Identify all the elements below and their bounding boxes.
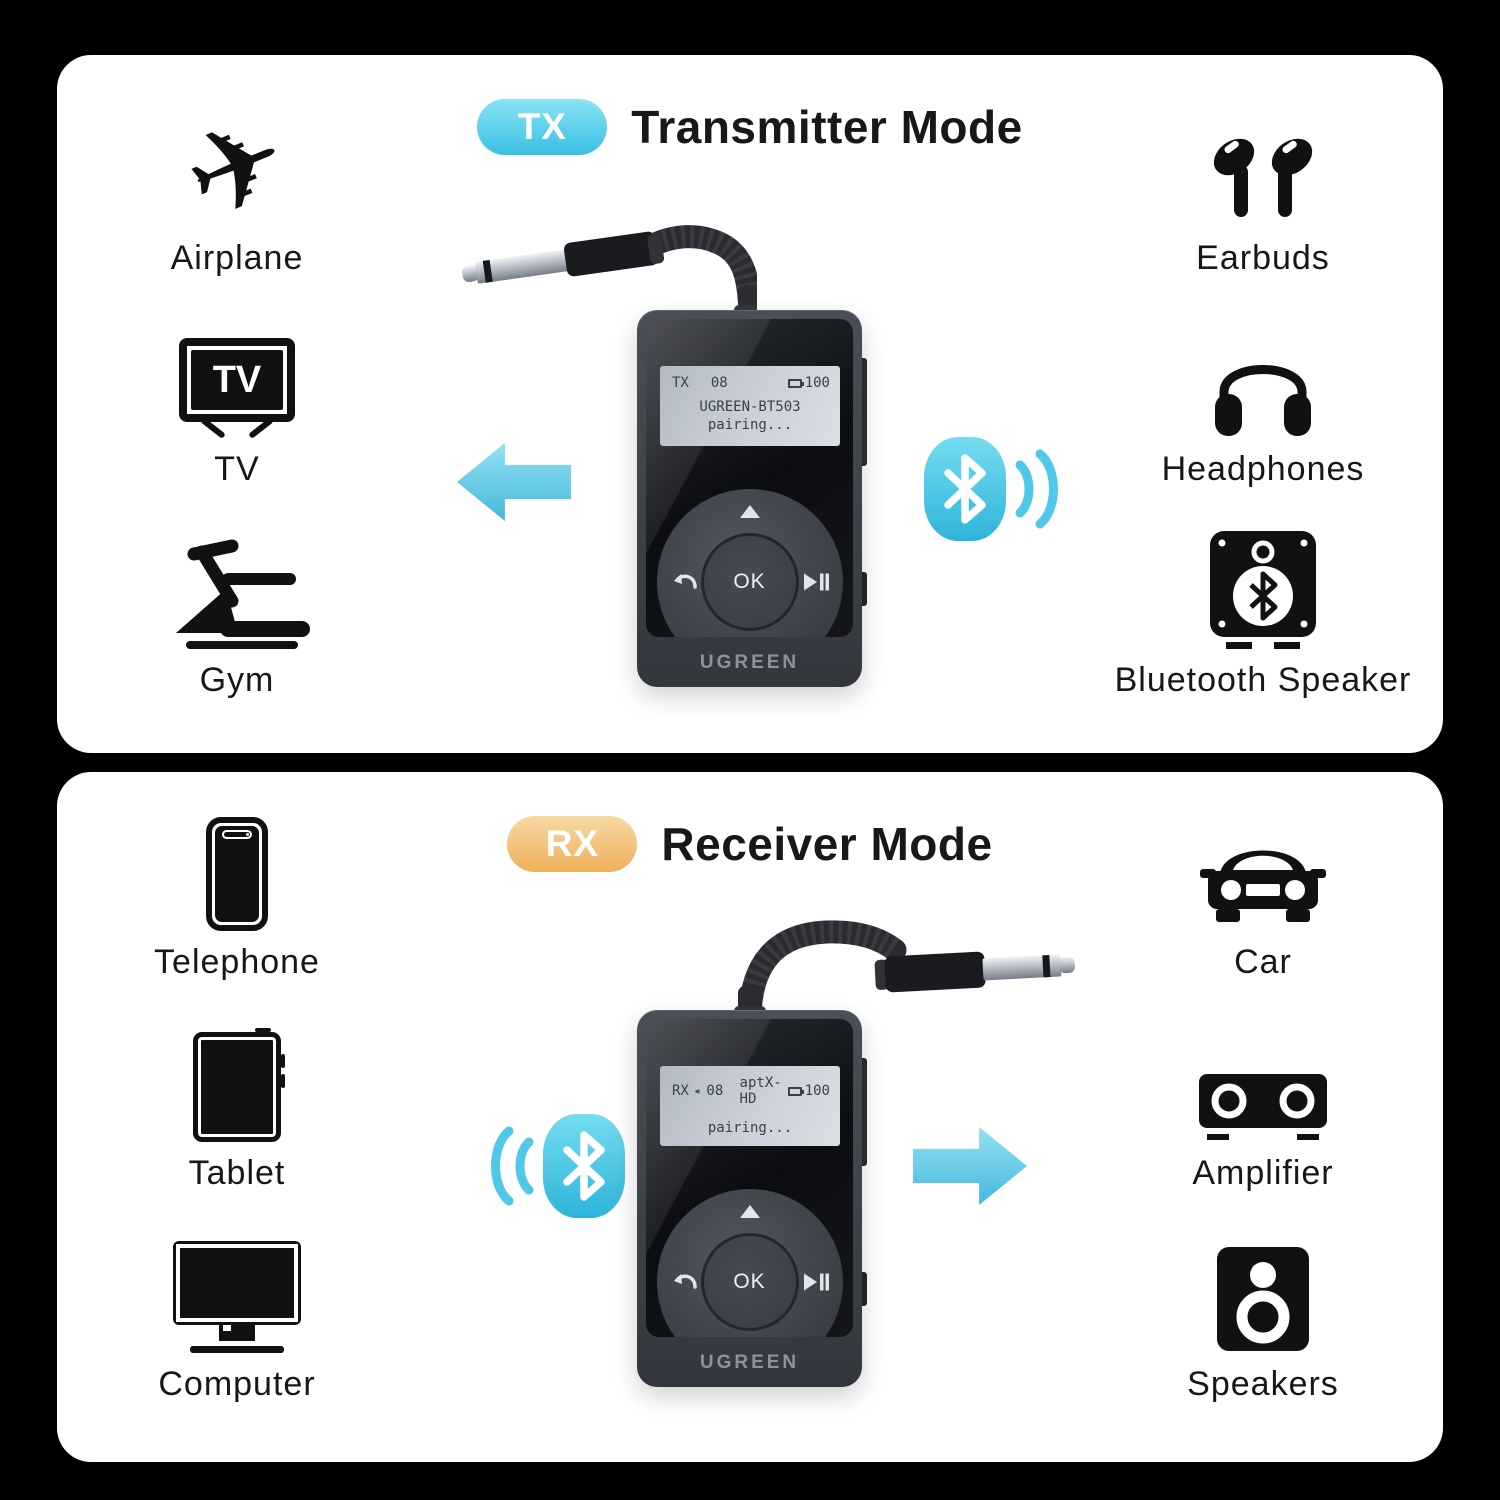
bluetooth-icon — [491, 1114, 625, 1218]
tx-title: Transmitter Mode — [631, 101, 1023, 153]
ugreen-logo: UGREEN — [699, 1352, 800, 1373]
play-pause-button-icon — [803, 573, 829, 591]
device-dpad: OK — [656, 489, 843, 637]
device-side-button — [859, 358, 867, 466]
list-item: Speakers — [1187, 1239, 1339, 1404]
amplifier-label: Amplifier — [1192, 1154, 1334, 1192]
list-item: Amplifier — [1192, 1028, 1333, 1193]
rx-source-column: Telephone Tablet — [77, 817, 397, 1450]
battery-level: 100 — [804, 1083, 830, 1099]
volume-icon — [695, 1088, 701, 1094]
play-pause-button-icon — [803, 1273, 829, 1291]
device-screen: TX 08 100 UGREEN-BT503 pairing... — [660, 366, 840, 446]
computer-label: Computer — [158, 1365, 316, 1403]
bluetooth-speaker-icon — [1208, 531, 1318, 649]
telephone-icon — [205, 817, 268, 931]
amplifier-icon — [1197, 1028, 1329, 1142]
headphones-label: Headphones — [1161, 450, 1365, 488]
screen-codec: aptX-HD — [739, 1075, 782, 1107]
device-side-button — [859, 1058, 867, 1166]
earbuds-label: Earbuds — [1196, 239, 1330, 277]
rx-title: Receiver Mode — [661, 818, 993, 870]
transmitter-mode-panel: TX Transmitter Mode ✈ Airplane TV T — [57, 55, 1443, 753]
device-dpad: OK — [656, 1189, 843, 1337]
gym-icon — [162, 535, 312, 649]
tx-source-column: ✈ Airplane TV TV — [77, 87, 397, 746]
arrow-left-icon — [457, 443, 571, 521]
battery-level: 100 — [804, 375, 830, 391]
headphones-icon — [1207, 324, 1319, 438]
rx-badge: RX — [507, 816, 638, 872]
list-item: Bluetooth Speaker — [1114, 531, 1412, 700]
rx-target-column: Car Amplifier — [1103, 817, 1423, 1450]
list-item: Tablet — [189, 1028, 286, 1193]
car-label: Car — [1234, 943, 1292, 981]
car-icon — [1198, 817, 1328, 931]
airplane-icon: ✈ — [166, 87, 308, 250]
bluetooth-speaker-label: Bluetooth Speaker — [1114, 661, 1412, 699]
gym-label: Gym — [199, 661, 275, 699]
battery-icon — [787, 378, 804, 388]
earbuds-icon — [1204, 113, 1322, 227]
bluetooth-adapter-device: TX 08 100 UGREEN-BT503 pairing... — [637, 310, 867, 687]
list-item: Gym — [162, 535, 312, 700]
speakers-icon — [1215, 1239, 1311, 1353]
device-side-button — [859, 1272, 867, 1306]
list-item: Headphones — [1162, 324, 1365, 489]
device-side-button — [859, 572, 867, 606]
list-item: TV TV — [179, 324, 295, 489]
arrow-right-icon — [913, 1127, 1027, 1205]
bluetooth-adapter-device: RX 08 aptX-HD 100 — [637, 1010, 867, 1387]
tx-header: TX Transmitter Mode — [57, 99, 1443, 155]
tv-icon-text: TV — [191, 350, 283, 410]
list-item: Telephone — [154, 817, 320, 982]
up-button-icon — [739, 505, 760, 518]
back-button-icon — [673, 1274, 697, 1289]
ok-button: OK — [700, 533, 799, 631]
back-button-icon — [673, 574, 697, 589]
list-item: Computer — [158, 1239, 315, 1404]
airplane-label: Airplane — [170, 239, 304, 277]
tv-icon: TV — [179, 324, 295, 439]
screen-status: pairing... — [707, 417, 793, 433]
ugreen-logo: UGREEN — [699, 652, 800, 673]
tv-label: TV — [214, 450, 260, 488]
screen-value: 08 — [706, 1083, 724, 1099]
bluetooth-icon — [924, 437, 1058, 541]
device-screen: RX 08 aptX-HD 100 — [660, 1066, 840, 1146]
rx-header: RX Receiver Mode — [57, 816, 1443, 872]
aux-cable-icon — [462, 225, 757, 325]
screen-value: 08 — [710, 375, 728, 391]
screen-status: pairing... — [707, 1120, 793, 1136]
speakers-label: Speakers — [1187, 1365, 1339, 1403]
list-item: Earbuds — [1196, 113, 1330, 278]
screen-device-name: UGREEN-BT503 — [699, 399, 801, 415]
list-item: Car — [1198, 817, 1328, 982]
tx-badge: TX — [477, 99, 608, 155]
screen-mode: RX — [672, 1083, 689, 1099]
tablet-icon — [192, 1028, 285, 1142]
ok-button: OK — [700, 1233, 799, 1331]
tx-target-column: Earbuds Headphones — [1103, 113, 1423, 746]
up-button-icon — [739, 1205, 760, 1218]
telephone-label: Telephone — [154, 943, 320, 981]
receiver-mode-panel: RX Receiver Mode Telephone — [57, 772, 1443, 1462]
battery-icon — [787, 1086, 804, 1096]
computer-icon — [173, 1239, 301, 1353]
tablet-label: Tablet — [188, 1154, 286, 1192]
screen-mode: TX — [672, 375, 689, 391]
list-item: ✈ Airplane — [166, 87, 308, 278]
